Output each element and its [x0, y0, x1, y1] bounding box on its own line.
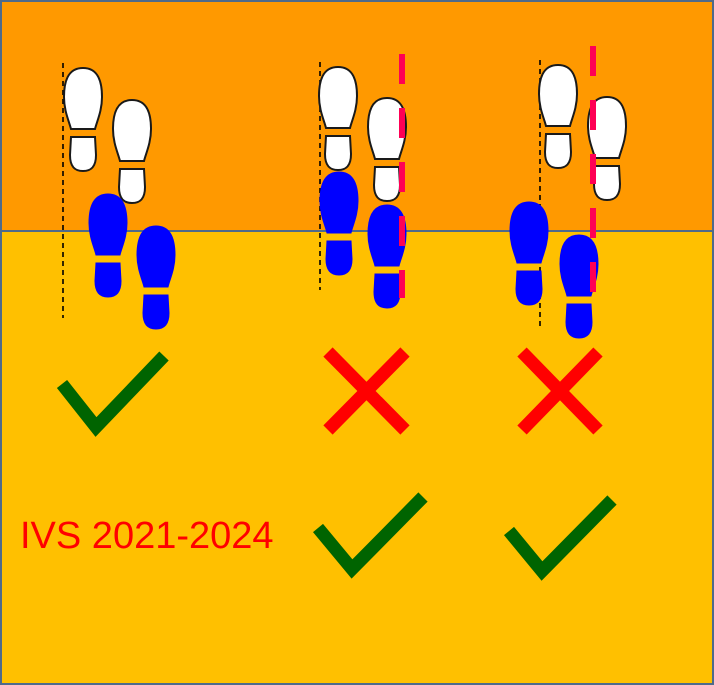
column-1 [56, 63, 176, 437]
lower-zone [0, 231, 714, 685]
footprint-white-icon [112, 99, 152, 204]
footprint-blue-icon [509, 201, 549, 306]
check-icon [503, 495, 617, 581]
footprint-white-icon [538, 64, 578, 169]
cross-icon [323, 347, 410, 435]
footprint-white-icon [318, 66, 358, 171]
footprint-blue-icon [88, 193, 128, 298]
footprint-blue-icon [319, 171, 359, 276]
footprint-blue-icon [136, 225, 176, 330]
column-3 [503, 46, 627, 581]
column-2 [312, 54, 428, 579]
cross-icon [517, 347, 603, 435]
check-icon [56, 351, 169, 437]
check-icon [312, 492, 428, 579]
ivs-period-label: IVS 2021-2024 [20, 515, 274, 557]
footprint-white-icon [63, 67, 103, 172]
